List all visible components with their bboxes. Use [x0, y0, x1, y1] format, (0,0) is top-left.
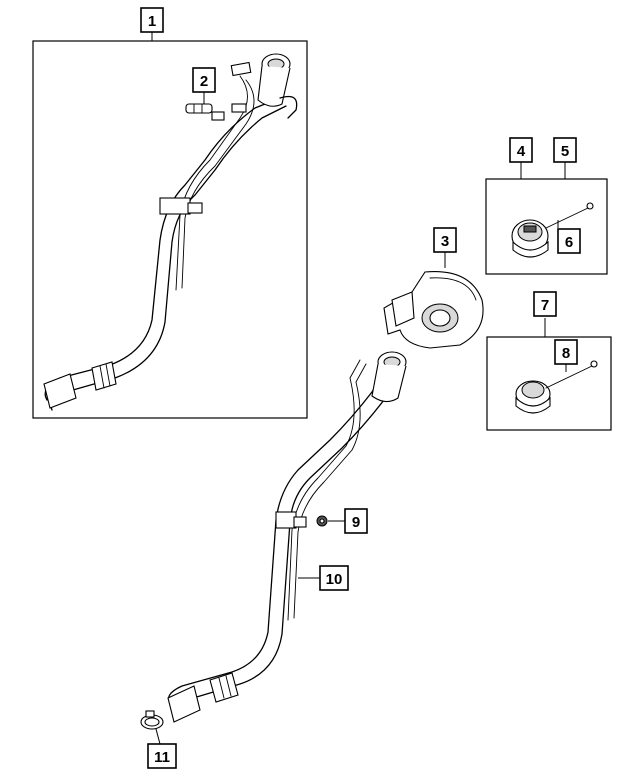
- part-11-clamp-illustration: [140, 710, 164, 745]
- assembly-frame-1: [32, 32, 308, 419]
- part-2-illustration: [185, 92, 213, 114]
- filler-tube-assembly-illustration: [43, 53, 298, 411]
- part-8-cap-illustration: [515, 360, 598, 414]
- callout-6: 6: [557, 228, 581, 254]
- assembly-frame-7-8: [486, 318, 612, 431]
- callout-4-label: 4: [517, 143, 526, 160]
- part-9-grommet-illustration: [316, 515, 345, 527]
- callout-9-label: 9: [352, 514, 360, 531]
- callout-10-label: 10: [326, 571, 343, 588]
- callout-5: 5: [553, 137, 577, 163]
- callout-7: 7: [533, 291, 557, 317]
- part-10-filler-tube-illustration: [167, 351, 407, 723]
- part-3-housing-illustration: [383, 252, 484, 349]
- callout-7-label: 7: [541, 297, 549, 314]
- assembly-frame-4-5: [485, 162, 608, 275]
- callout-1-label: 1: [148, 13, 156, 30]
- callout-2: 2: [192, 67, 216, 93]
- callout-3: 3: [433, 227, 457, 253]
- callout-3-label: 3: [441, 233, 449, 250]
- callout-2-label: 2: [200, 73, 208, 90]
- callout-8-label: 8: [562, 345, 570, 362]
- callout-9: 9: [344, 508, 368, 534]
- callout-1: 1: [140, 7, 164, 33]
- part-4-5-6-cap-illustration: [511, 202, 594, 258]
- callout-5-label: 5: [561, 143, 569, 160]
- callout-11: 11: [147, 743, 177, 769]
- callout-6-label: 6: [565, 234, 573, 251]
- callout-4: 4: [509, 137, 533, 163]
- callout-11-label: 11: [154, 749, 170, 766]
- callout-10: 10: [319, 565, 349, 591]
- callout-8: 8: [554, 339, 578, 365]
